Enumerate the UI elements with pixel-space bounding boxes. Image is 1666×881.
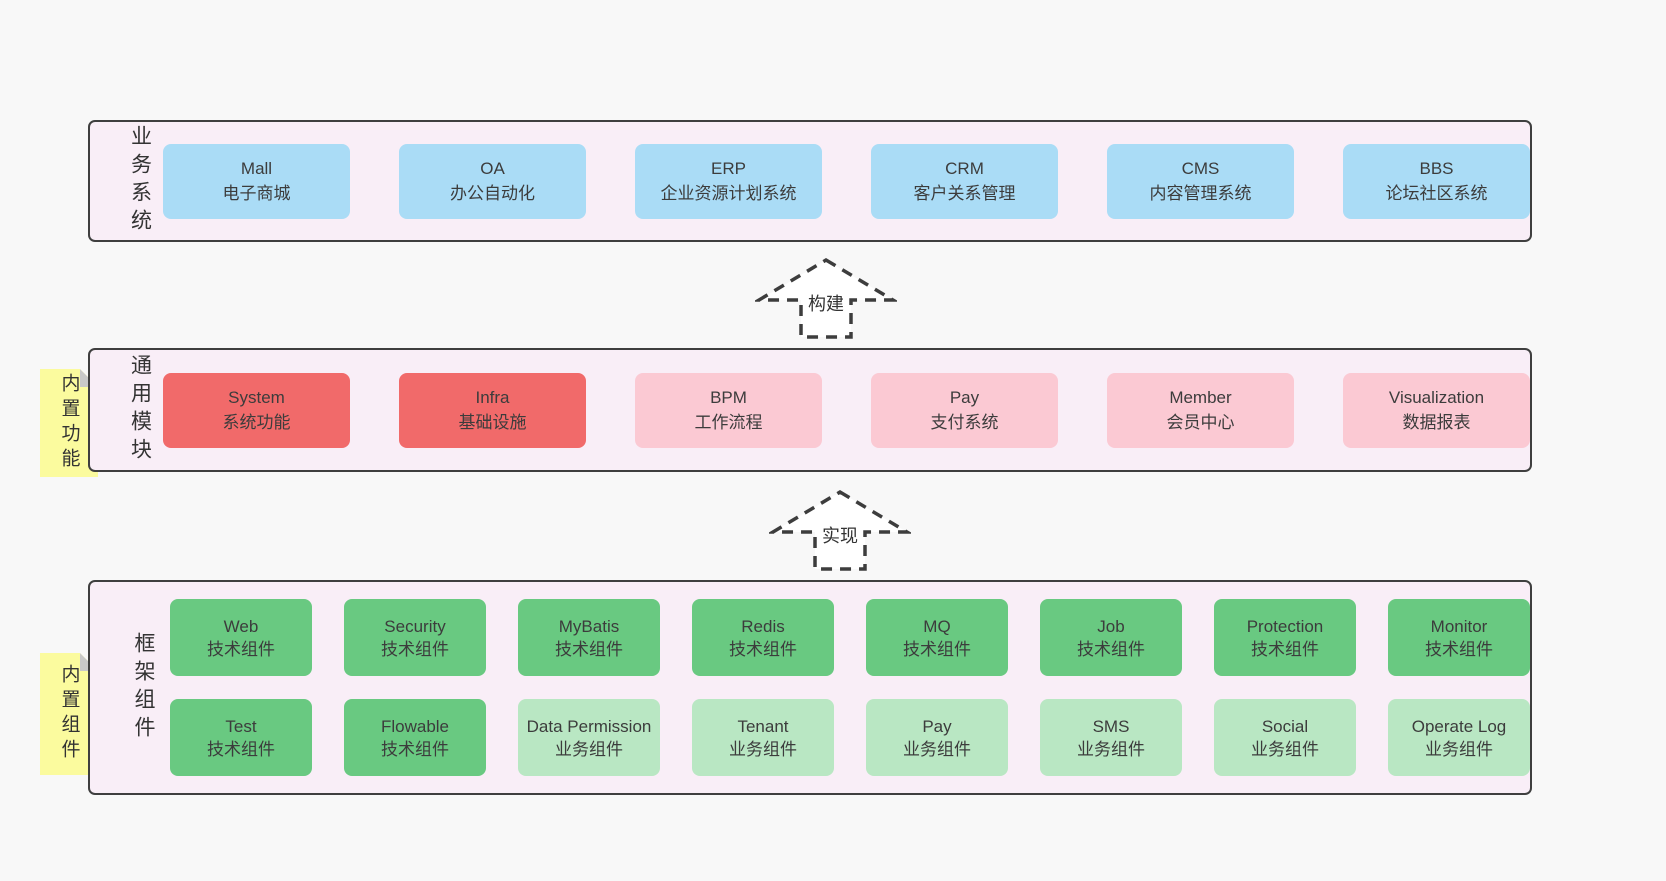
box-desc: 技术组件 bbox=[207, 739, 275, 759]
box-social: Social 业务组件 bbox=[1214, 699, 1356, 776]
box-mq: MQ 技术组件 bbox=[866, 599, 1008, 676]
box-pay: Pay 支付系统 bbox=[871, 372, 1058, 448]
box-name: BBS bbox=[1419, 159, 1454, 178]
box-mall: Mall 电子商城 bbox=[163, 143, 350, 219]
box-desc: 论坛社区系统 bbox=[1385, 184, 1488, 203]
box-desc: 技术组件 bbox=[729, 639, 797, 659]
box-name: Social bbox=[1261, 716, 1309, 736]
arrow-label: 构建 bbox=[805, 290, 847, 316]
box-desc: 工作流程 bbox=[694, 413, 763, 432]
box-name: OA bbox=[480, 159, 505, 178]
box-desc: 企业资源计划系统 bbox=[660, 184, 797, 203]
box-sms: SMS 业务组件 bbox=[1040, 699, 1182, 776]
box-name: Pay bbox=[949, 388, 980, 407]
box-name: Monitor bbox=[1430, 616, 1488, 636]
box-desc: 办公自动化 bbox=[450, 184, 535, 203]
box-desc: 系统功能 bbox=[222, 413, 291, 432]
box-bbs: BBS 论坛社区系统 bbox=[1343, 143, 1530, 219]
box-name: Tenant bbox=[737, 716, 789, 736]
box-desc: 技术组件 bbox=[1425, 639, 1493, 659]
box-name: Infra bbox=[475, 388, 510, 407]
box-desc: 技术组件 bbox=[903, 639, 971, 659]
box-name: Pay bbox=[922, 716, 952, 736]
box-desc: 数据报表 bbox=[1402, 413, 1471, 432]
box-member: Member 会员中心 bbox=[1107, 372, 1294, 448]
box-desc: 技术组件 bbox=[555, 639, 623, 659]
box-name: CMS bbox=[1181, 159, 1220, 178]
implement-arrow: 实现 bbox=[769, 488, 911, 573]
box-name: Member bbox=[1169, 388, 1232, 407]
box-oa: OA 办公自动化 bbox=[399, 143, 586, 219]
box-desc: 基础设施 bbox=[458, 413, 527, 432]
sticky-note-label: 内置功能 bbox=[58, 373, 80, 473]
box-row: Mall 电子商城 OA 办公自动化 ERP 企业资源计划系统 CRM 客户关系… bbox=[163, 143, 1530, 219]
box-visualization: Visualization 数据报表 bbox=[1343, 372, 1530, 448]
box-desc: 电子商城 bbox=[222, 184, 291, 203]
box-name: Mall bbox=[240, 159, 273, 178]
box-desc: 业务组件 bbox=[729, 739, 797, 759]
box-name: BPM bbox=[710, 388, 747, 407]
box-name: Security bbox=[384, 616, 446, 636]
box-pay-component: Pay 业务组件 bbox=[866, 699, 1008, 776]
box-operate-log: Operate Log 业务组件 bbox=[1388, 699, 1530, 776]
arrow-label: 实现 bbox=[819, 522, 861, 548]
band-business-systems: 业务系统 Mall 电子商城 OA 办公自动化 ERP 企业资源计划系统 CRM… bbox=[88, 120, 1532, 242]
box-flowable: Flowable 技术组件 bbox=[344, 699, 486, 776]
box-bpm: BPM 工作流程 bbox=[635, 372, 822, 448]
box-desc: 技术组件 bbox=[381, 739, 449, 759]
box-name: Data Permission bbox=[526, 716, 652, 736]
box-tenant: Tenant 业务组件 bbox=[692, 699, 834, 776]
box-redis: Redis 技术组件 bbox=[692, 599, 834, 676]
box-crm: CRM 客户关系管理 bbox=[871, 143, 1058, 219]
box-desc: 业务组件 bbox=[903, 739, 971, 759]
box-test: Test 技术组件 bbox=[170, 699, 312, 776]
box-desc: 业务组件 bbox=[555, 739, 623, 759]
box-desc: 技术组件 bbox=[1077, 639, 1145, 659]
box-monitor: Monitor 技术组件 bbox=[1388, 599, 1530, 676]
band-title: 业务系统 bbox=[128, 125, 152, 237]
box-protection: Protection 技术组件 bbox=[1214, 599, 1356, 676]
box-name: Visualization bbox=[1388, 388, 1485, 407]
box-name: System bbox=[228, 388, 285, 407]
box-infra: Infra 基础设施 bbox=[399, 372, 586, 448]
box-desc: 支付系统 bbox=[930, 413, 999, 432]
box-desc: 技术组件 bbox=[381, 639, 449, 659]
sticky-note-label: 内置组件 bbox=[58, 664, 80, 764]
box-desc: 业务组件 bbox=[1425, 739, 1493, 759]
build-arrow: 构建 bbox=[755, 256, 897, 341]
box-name: Operate Log bbox=[1411, 716, 1507, 736]
band-title: 框架组件 bbox=[132, 631, 155, 744]
box-job: Job 技术组件 bbox=[1040, 599, 1182, 676]
box-security: Security 技术组件 bbox=[344, 599, 486, 676]
band-common-modules: 通用模块 System 系统功能 Infra 基础设施 BPM 工作流程 Pay… bbox=[88, 348, 1532, 472]
band-title: 通用模块 bbox=[128, 354, 152, 466]
box-name: Test bbox=[225, 716, 257, 736]
box-desc: 业务组件 bbox=[1077, 739, 1145, 759]
box-name: MyBatis bbox=[558, 616, 620, 636]
box-data-permission: Data Permission 业务组件 bbox=[518, 699, 660, 776]
box-name: Redis bbox=[741, 616, 785, 636]
box-system: System 系统功能 bbox=[163, 372, 350, 448]
box-name: ERP bbox=[711, 159, 746, 178]
box-name: Flowable bbox=[380, 716, 450, 736]
box-mybatis: MyBatis 技术组件 bbox=[518, 599, 660, 676]
box-erp: ERP 企业资源计划系统 bbox=[635, 143, 822, 219]
box-name: Web bbox=[223, 616, 259, 636]
box-name: CRM bbox=[945, 159, 984, 178]
box-web: Web 技术组件 bbox=[170, 599, 312, 676]
box-desc: 会员中心 bbox=[1166, 413, 1235, 432]
box-desc: 技术组件 bbox=[207, 639, 275, 659]
box-name: MQ bbox=[923, 616, 951, 636]
box-desc: 技术组件 bbox=[1251, 639, 1319, 659]
box-grid: Web 技术组件 Security 技术组件 MyBatis 技术组件 Redi… bbox=[170, 599, 1530, 776]
band-framework-components: 框架组件 Web 技术组件 Security 技术组件 MyBatis 技术组件… bbox=[88, 580, 1532, 795]
box-name: SMS bbox=[1092, 716, 1130, 736]
box-cms: CMS 内容管理系统 bbox=[1107, 143, 1294, 219]
box-name: Protection bbox=[1246, 616, 1324, 636]
box-row: System 系统功能 Infra 基础设施 BPM 工作流程 Pay 支付系统… bbox=[163, 372, 1530, 448]
box-desc: 业务组件 bbox=[1251, 739, 1319, 759]
box-desc: 内容管理系统 bbox=[1149, 184, 1252, 203]
box-desc: 客户关系管理 bbox=[913, 184, 1016, 203]
box-name: Job bbox=[1097, 616, 1125, 636]
